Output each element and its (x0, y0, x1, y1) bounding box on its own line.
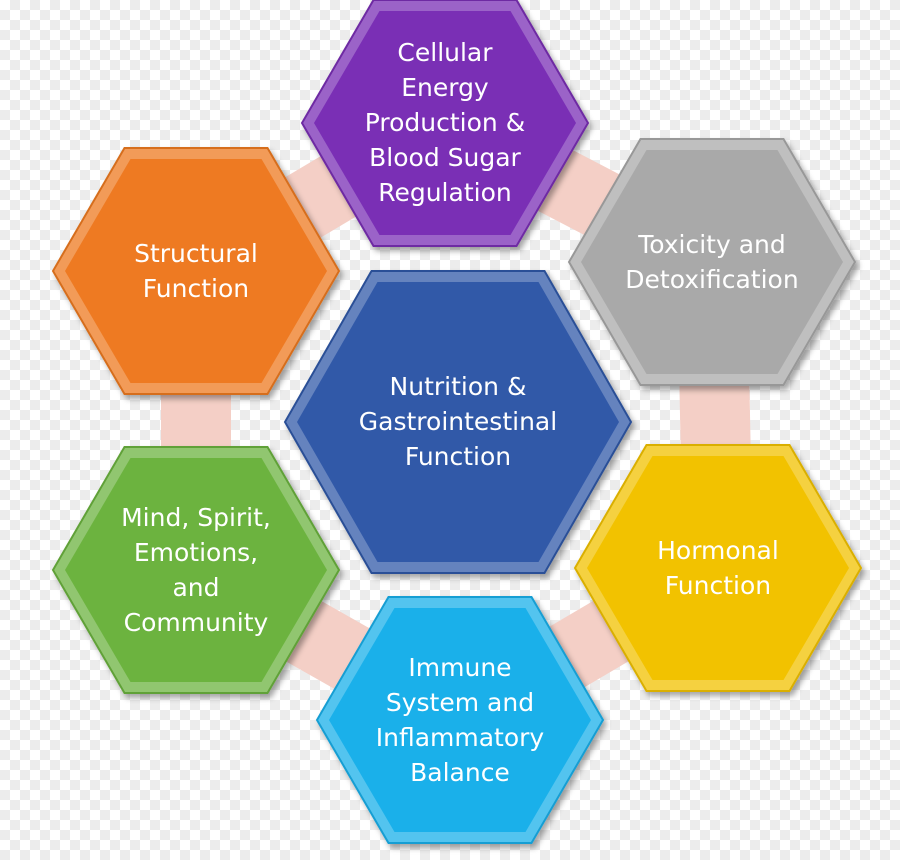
hexagon-structural (51, 147, 341, 395)
hexagon-face-cellular-energy (314, 11, 576, 235)
hexagon-mind-spirit (51, 446, 341, 694)
hexagon-face-toxicity (581, 150, 843, 374)
hexagon-face-hormonal (587, 456, 849, 680)
hexagon-center (283, 270, 633, 574)
hexagon-cellular-energy (300, 0, 590, 247)
hexagon-hormonal (573, 444, 863, 692)
hexagon-face-mind-spirit (65, 458, 327, 682)
hexagon-toxicity (567, 138, 857, 386)
hexagon-immune (315, 596, 605, 844)
hexagon-layer (51, 0, 863, 844)
hexagon-face-structural (65, 159, 327, 383)
hexagon-face-immune (329, 608, 591, 832)
hexagon-face-center (297, 282, 619, 562)
